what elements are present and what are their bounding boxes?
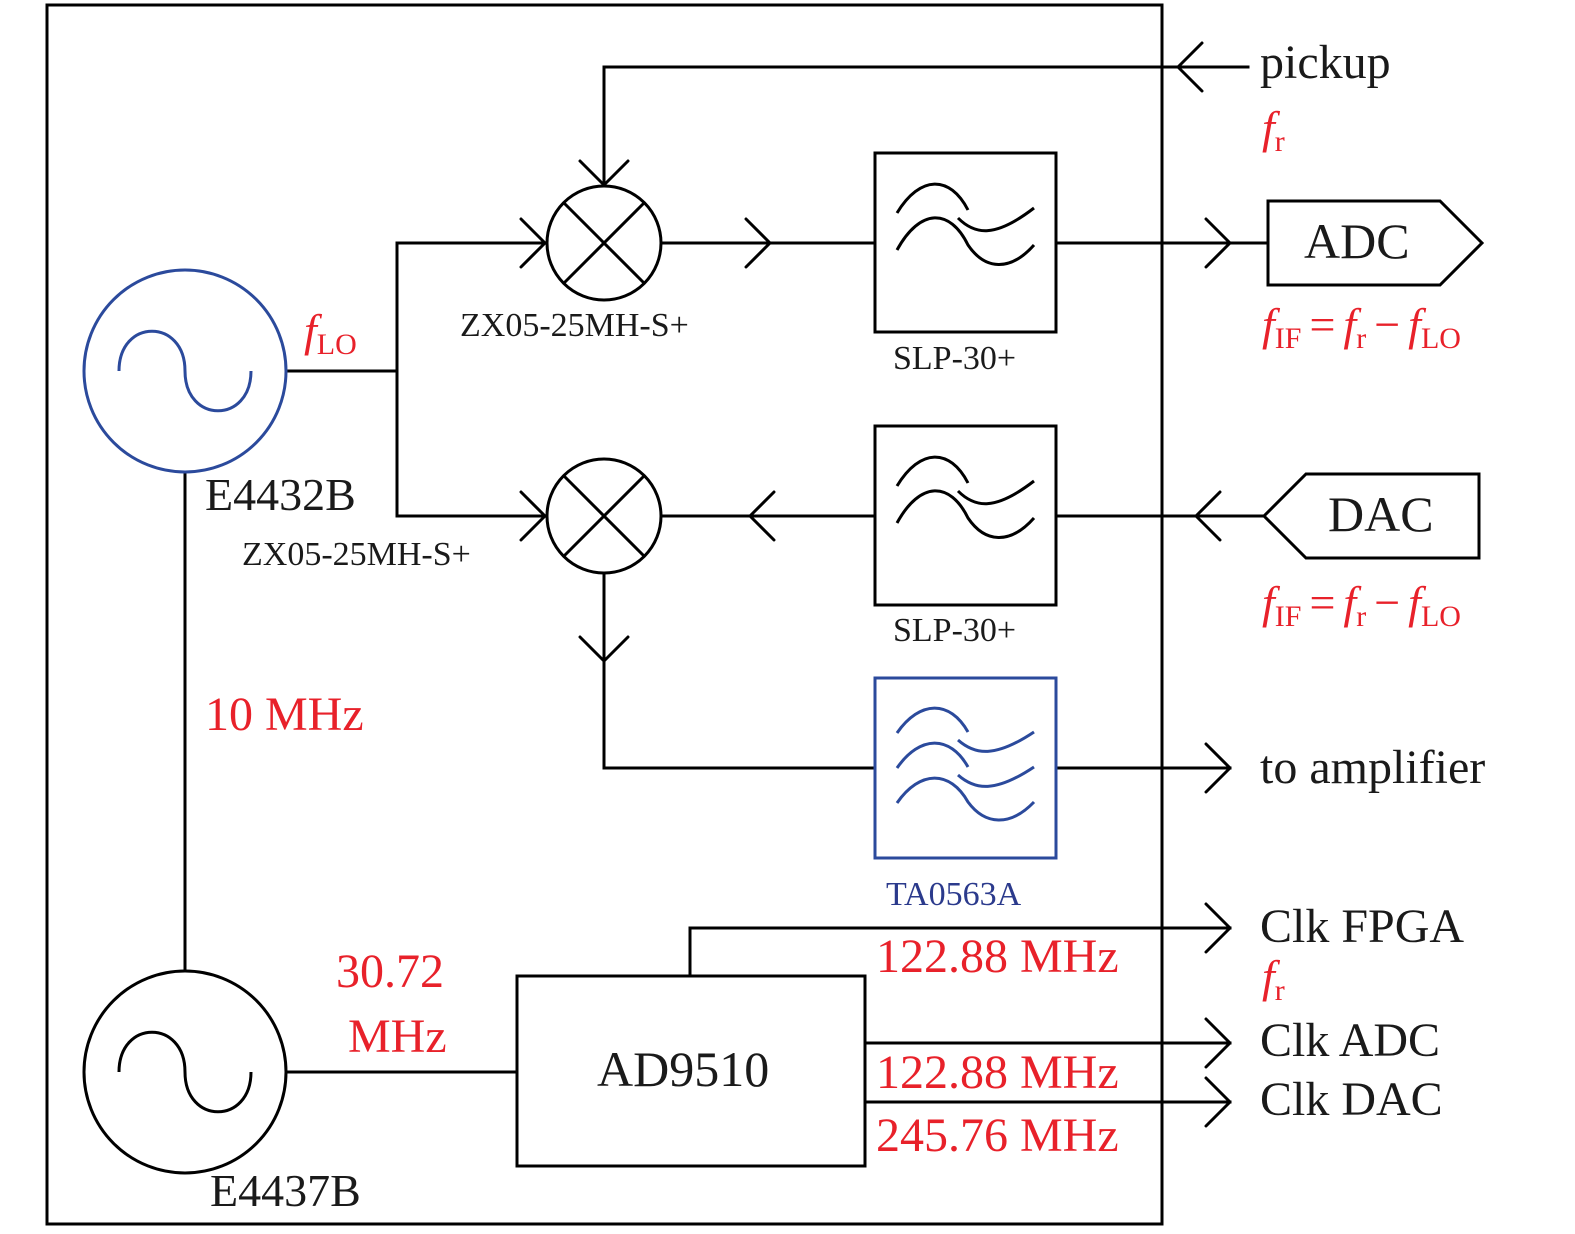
lo-generator-label: E4432B (205, 469, 356, 520)
arrow-mixer-down (578, 635, 630, 663)
adc-label: ADC (1304, 213, 1410, 269)
clk-fpga-label: Clk FPGA (1260, 900, 1464, 953)
filter-middle-symbol (873, 424, 1058, 607)
adc-port-shape (1266, 199, 1485, 287)
arrow-pickup-in (1176, 41, 1204, 93)
arrow-to-adc (1204, 217, 1232, 269)
amplifier-label: to amplifier (1260, 741, 1485, 794)
filter-top-label: SLP-30+ (893, 340, 1016, 377)
sine-wave-icon (117, 329, 253, 413)
filter-bottom-label: TA0563A (886, 876, 1022, 913)
mixer-bottom-symbol (545, 457, 663, 575)
ad9510-box (515, 974, 867, 1168)
dac-port-shape (1261, 472, 1481, 560)
ref-30mhz-label-line2: MHz (348, 1010, 447, 1063)
arrow-clk-fpga (1204, 902, 1232, 954)
arrow-clk-adc (1204, 1017, 1232, 1069)
clock-generator-symbol (82, 969, 288, 1175)
arrow-to-amplifier (1204, 742, 1232, 794)
clk-dac-label: Clk DAC (1260, 1073, 1443, 1126)
clk-dac-freq-label: 245.76 MHz (876, 1109, 1119, 1162)
clk-adc-freq-label: 122.88 MHz (876, 1046, 1119, 1099)
clk-fpga-freq-label: 122.88 MHz (876, 930, 1119, 983)
mixer-top-label: ZX05-25MH-S+ (460, 307, 689, 344)
wires (183, 65, 1270, 1104)
clk-adc-label: Clk ADC (1260, 1014, 1440, 1067)
dac-label: DAC (1328, 486, 1434, 542)
filter-bottom-symbol (873, 676, 1058, 860)
arrow-filter-to-mixer (748, 490, 776, 542)
lowpass-filter-icon (895, 455, 1035, 506)
pickup-label: pickup (1260, 36, 1391, 89)
arrow-from-dac (1194, 490, 1222, 542)
sine-wave-icon (117, 1030, 253, 1114)
arrow-lo-bottom-mixer (519, 490, 547, 542)
filter-top-symbol (873, 151, 1058, 334)
fif-equation-top: fIF=fr−fLO (1262, 299, 1461, 355)
arrow-clk-dac (1204, 1076, 1232, 1128)
ref-30mhz-label-line1: 30.72 (336, 945, 444, 998)
bandpass-filter-icon (895, 706, 1035, 753)
lo-generator-symbol (82, 268, 288, 474)
system-enclosure (45, 3, 1164, 1226)
fif-equation-bottom: fIF=fr−fLO (1262, 577, 1461, 633)
arrow-lo-top-mixer (519, 217, 547, 269)
ref-10mhz-label: 10 MHz (205, 688, 364, 741)
mixer-top-symbol (545, 184, 663, 302)
clock-distributor-label: AD9510 (597, 1041, 769, 1097)
fr-pickup-label: fr (1262, 102, 1285, 158)
lowpass-filter-icon (895, 182, 1035, 233)
arrow-mixer-to-filter (744, 217, 772, 269)
clock-generator-label: E4437B (210, 1165, 361, 1216)
arrowheads (519, 41, 1232, 1128)
fr-clk-label: fr (1262, 951, 1285, 1007)
flo-label: fLO (304, 305, 357, 361)
mixer-bottom-label: ZX05-25MH-S+ (242, 536, 471, 573)
filter-middle-label: SLP-30+ (893, 612, 1016, 649)
